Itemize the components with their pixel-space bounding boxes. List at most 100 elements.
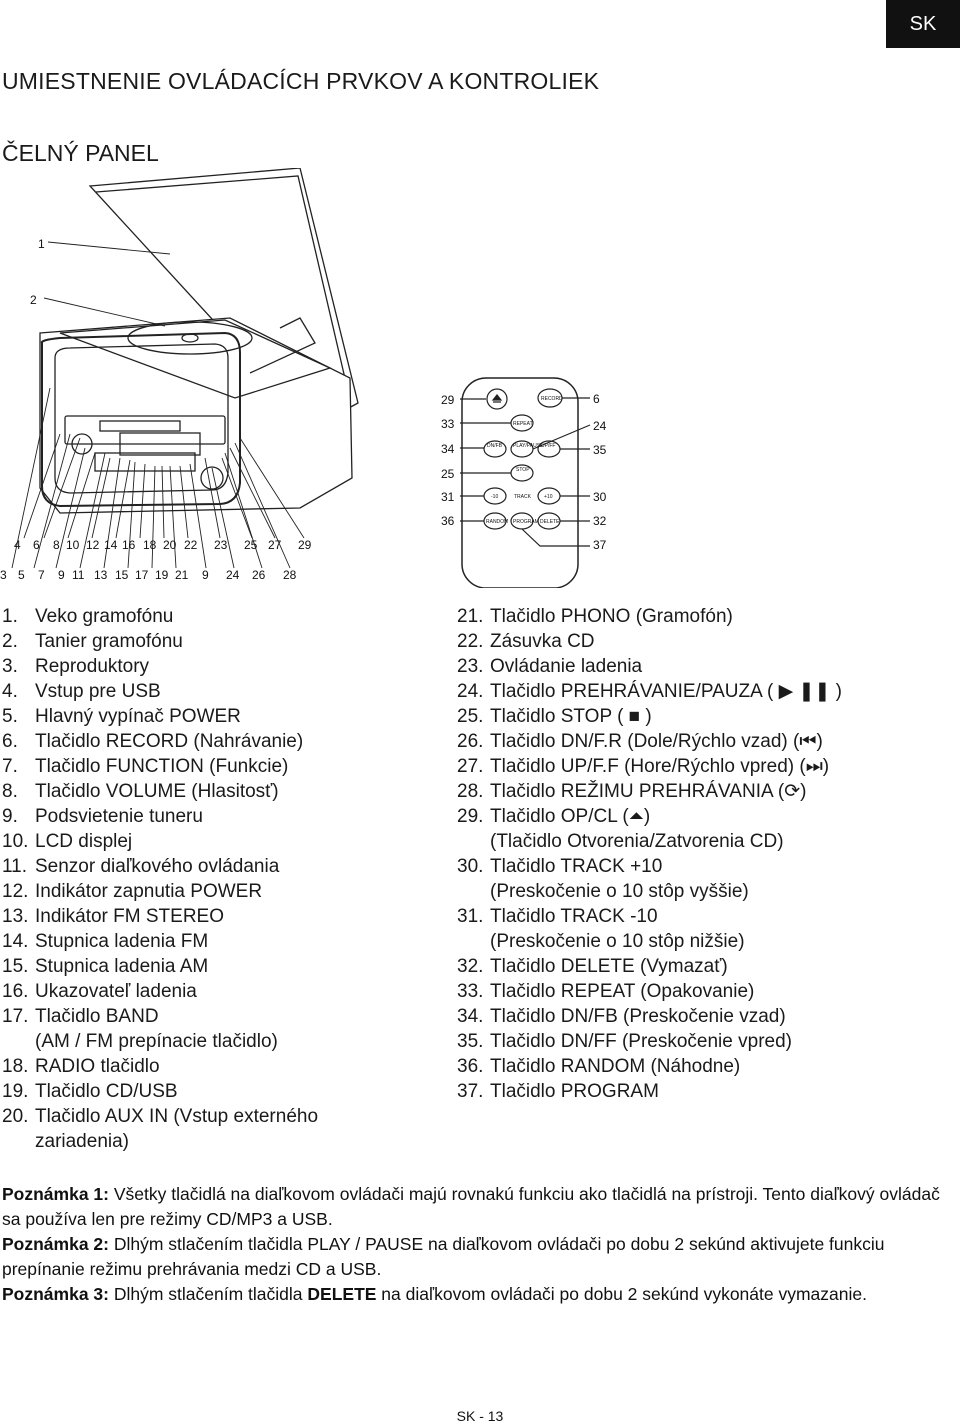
item-text: Podsvietenie tuneru [35,806,203,827]
item-text: Tlačidlo DN/FF (Preskočenie vpred) [490,1031,792,1052]
list-item: 27.Tlačidlo UP/F.F (Hore/Rýchlo vpred) (… [457,754,957,779]
label: 18 [143,538,157,552]
page-number: SK - 13 [456,1408,504,1424]
item-text: Stupnica ladenia FM [35,931,209,952]
remote-control-illustration [460,377,591,588]
item-number: 22. [457,631,484,652]
label: 11 [72,568,85,582]
language-tab: SK [886,0,960,48]
label: 20 [163,538,177,552]
label: 19 [155,568,169,582]
list-item: 2.Tanier gramofónu [2,629,432,654]
item-text: Tlačidlo DELETE (Vymazať) [490,956,728,977]
label: 28 [283,568,297,582]
list-item: 14.Stupnica ladenia FM [2,929,432,954]
item-number: 36. [457,1056,484,1077]
item-text: Ukazovateľ ladenia [35,981,197,1002]
item-number: 23. [457,656,484,677]
list-item: 25.Tlačidlo STOP ( ■ ) [457,704,957,729]
list-item: 8.Tlačidlo VOLUME (Hlasitosť) [2,779,432,804]
item-number: 4. [2,681,18,702]
item-text: Tlačidlo CD/USB [35,1081,178,1102]
item-text: Indikátor FM STEREO [35,906,224,927]
item-number: 35. [457,1031,484,1052]
playpause-button-label: PLAY/PAUSE [513,443,544,449]
item-text: Tlačidlo TRACK -10 [490,906,658,927]
item-number: 27. [457,756,484,777]
label-2: 2 [30,293,37,307]
minus10-button-label: -10 [491,494,498,500]
label: 23 [214,538,228,552]
list-item: 3.Reproduktory [2,654,432,679]
item-number: 37. [457,1081,484,1102]
item-number [2,1029,35,1054]
label-row-1: 4 6 8 10 12 14 16 18 20 22 23 25 27 29 [14,538,312,552]
list-item: 20.Tlačidlo AUX IN (Vstup externého [2,1104,432,1129]
label: 25 [244,538,258,552]
item-text: zariadenia) [35,1131,129,1152]
note-1-label: Poznámka 1: [2,1184,109,1204]
label: 35 [593,443,607,457]
item-number [457,879,490,904]
item-text: Hlavný vypínač POWER [35,706,241,727]
list-item: 12.Indikátor zapnutia POWER [2,879,432,904]
label: 33 [441,417,455,431]
label: 10 [66,538,80,552]
item-number: 18. [2,1056,29,1077]
item-text: (Preskočenie o 10 stôp vyššie) [490,881,749,902]
list-item: 37. Tlačidlo PROGRAM [457,1079,957,1104]
item-text: Tlačidlo REŽIMU PREHRÁVANIA (⟳) [490,781,807,802]
label: 14 [104,538,118,552]
list-item: 28.Tlačidlo REŽIMU PREHRÁVANIA (⟳) [457,779,957,804]
remote-labels-right: 6 24 35 30 32 37 [593,392,607,552]
item-number [457,929,490,954]
label: 8 [53,538,60,552]
list-item: 30.Tlačidlo TRACK +10 [457,854,957,879]
label: 27 [268,538,282,552]
item-text: Tlačidlo DN/FB (Preskočenie vzad) [490,1006,786,1027]
label: 30 [593,490,607,504]
components-list-right: 21.Tlačidlo PHONO (Gramofón)22.Zásuvka C… [457,604,957,1104]
item-text: Tlačidlo TRACK +10 [490,856,663,877]
item-text: Tlačidlo PHONO (Gramofón) [490,606,733,627]
list-item: zariadenia) [2,1129,432,1154]
label: 6 [33,538,40,552]
label: 32 [593,514,607,528]
list-item: 34.Tlačidlo DN/FB (Preskočenie vzad) [457,1004,957,1029]
list-item: 9.Podsvietenie tuneru [2,804,432,829]
item-text: Tlačidlo BAND [35,1006,159,1027]
label: 9 [202,568,209,582]
label: 24 [226,568,240,582]
item-number: 29. [457,806,484,827]
list-item: (Tlačidlo Otvorenia/Zatvorenia CD) [457,829,957,854]
list-item: 36.Tlačidlo RANDOM (Náhodne) [457,1054,957,1079]
list-item: 17.Tlačidlo BAND [2,1004,432,1029]
item-text: Vstup pre USB [35,681,161,702]
leader-lines [11,241,305,569]
upff-button-label: UP/FF [541,443,555,449]
item-text: Stupnica ladenia AM [35,956,209,977]
note-3-label: Poznámka 3: [2,1284,109,1304]
label: 4 [14,538,21,552]
label: 25 [441,467,455,481]
list-item: 1.Veko gramofónu [2,604,432,629]
list-item: 22.Zásuvka CD [457,629,957,654]
list-item: 24.Tlačidlo PREHRÁVANIE/PAUZA ( ▶ ❚❚ ) [457,679,957,704]
label: 6 [593,392,600,406]
list-item: 33.Tlačidlo REPEAT (Opakovanie) [457,979,957,1004]
list-item: 13.Indikátor FM STEREO [2,904,432,929]
label: 24 [593,419,607,433]
label: 3 [0,568,7,582]
list-item: 10.LCD displej [2,829,432,854]
item-number: 31. [457,906,484,927]
note-2: Poznámka 2: Dlhým stlačením tlačidla PLA… [2,1232,942,1282]
label: 31 [441,490,455,504]
delete-button-label: DELETE [540,519,560,525]
item-text: Veko gramofónu [35,606,174,627]
list-item: 31. Tlačidlo TRACK -10 [457,904,957,929]
list-item: 16.Ukazovateľ ladenia [2,979,432,1004]
item-text: Tlačidlo PROGRAM [490,1081,659,1102]
item-text: Tlačidlo REPEAT (Opakovanie) [490,981,755,1002]
item-text: Reproduktory [35,656,150,677]
